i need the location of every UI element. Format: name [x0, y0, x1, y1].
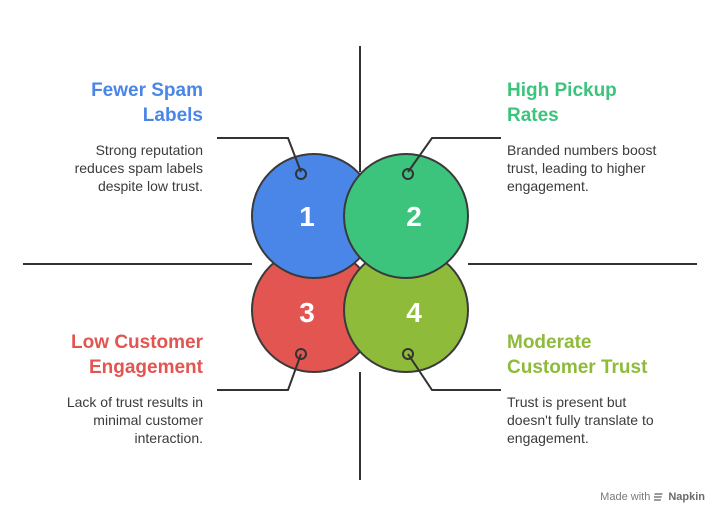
quadrant-4-desc-line1: Trust is present but [507, 394, 627, 410]
napkin-logo-icon [654, 493, 663, 501]
quadrant-1-desc-line1: Strong reputation [95, 142, 203, 158]
connector-dot-1 [295, 168, 307, 180]
leader-line-1 [217, 137, 302, 173]
quadrant-2-desc-line1: Branded numbers boost [507, 142, 657, 158]
connector-dot-4 [402, 348, 414, 360]
quadrant-2-title-line1: High Pickup [507, 80, 617, 101]
quadrant-2-desc-line2: trust, leading to higher [507, 160, 646, 176]
quadrant-4-title: Moderate Customer Trust [507, 330, 647, 380]
quadrant-4-description: Trust is present but doesn't fully trans… [507, 393, 654, 447]
quadrant-3-title-line2: Engagement [88, 357, 203, 378]
quadrant-4-title-line2: Customer Trust [507, 357, 648, 378]
quadrant-3-desc-line2: minimal customer [93, 412, 203, 428]
quadrant-3-title: Low Customer Engagement [71, 330, 203, 380]
quadrant-2-title-line2: Rates [507, 105, 559, 126]
connector-dot-2 [402, 168, 414, 180]
quadrant-1-desc-line2: reduces spam labels [74, 160, 203, 176]
circle-number-2: 2 [406, 201, 422, 232]
quadrant-2-desc-line3: engagement. [507, 178, 589, 194]
quadrant-1-title: Fewer Spam Labels [91, 78, 203, 128]
quadrant-1-desc-line3: despite low trust. [97, 178, 203, 194]
quadrant-1-description: Strong reputation reduces spam labels de… [75, 141, 203, 195]
connector-dot-3 [295, 348, 307, 360]
leader-line-2 [407, 137, 501, 173]
circle-number-3: 3 [299, 297, 315, 328]
quadrant-4-desc-line3: engagement. [507, 430, 589, 446]
quadrant-3-desc-line3: interaction. [134, 430, 203, 446]
leader-line-3 [217, 353, 302, 391]
quadrant-1-title-line1: Fewer Spam [91, 80, 203, 101]
footer-brand: Napkin [668, 491, 705, 503]
quadrant-3-title-line1: Low Customer [71, 332, 203, 353]
circle-number-1: 1 [299, 201, 315, 232]
circle-2 [343, 153, 469, 279]
footer-made-with: Made with [600, 491, 651, 503]
quadrant-3-desc-line1: Lack of trust results in [66, 394, 203, 410]
quadrant-2-title: High Pickup Rates [507, 78, 617, 128]
quadrant-4-title-line1: Moderate [507, 332, 592, 353]
leader-line-4 [407, 353, 501, 391]
footer-attribution: Made with Napkin [600, 491, 705, 503]
quadrant-4-desc-line2: doesn't fully translate to [507, 412, 654, 428]
circle-number-4: 4 [406, 297, 422, 328]
quadrant-3-description: Lack of trust results in minimal custome… [67, 393, 203, 447]
quadrant-1-title-line2: Labels [142, 105, 203, 126]
quadrant-2-description: Branded numbers boost trust, leading to … [507, 141, 656, 195]
